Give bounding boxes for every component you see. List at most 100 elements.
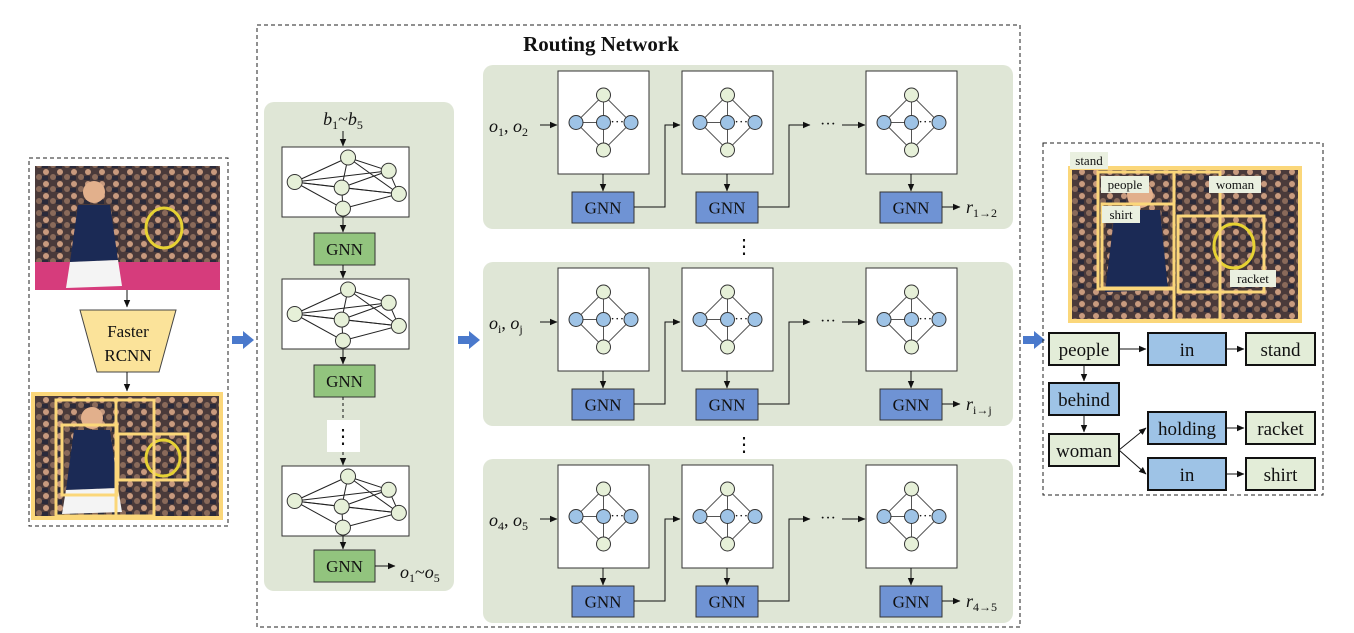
inner-dots: ··· — [918, 313, 932, 328]
row-ellipsis: ··· — [820, 313, 836, 330]
gnn-to-graph-arrow — [634, 121, 681, 208]
graph-node — [380, 294, 397, 311]
column-output-label: o1~o5 — [400, 562, 440, 585]
inner-dots: ··· — [610, 510, 624, 525]
gnn-green-box-3: GNN — [313, 549, 376, 583]
route-graph-box: ··· — [557, 464, 650, 569]
gnn-green-box-1: GNN — [313, 232, 376, 266]
route-graph-box: ··· — [557, 267, 650, 372]
gnn-to-graph-arrow — [634, 515, 681, 602]
graph-box — [281, 465, 410, 537]
row-output-label: r1→2 — [966, 197, 997, 220]
row-ellipsis: ··· — [820, 116, 836, 133]
input-panel — [28, 157, 229, 527]
graph-box — [281, 278, 410, 350]
graph-node — [340, 281, 357, 298]
graph-node — [692, 509, 708, 524]
graph-node — [876, 312, 892, 327]
routing-network-container — [256, 24, 1021, 628]
graph-node — [720, 339, 735, 355]
flow-arrows — [232, 331, 1045, 349]
svg-text:shirt: shirt — [1264, 465, 1299, 486]
graph-node — [596, 115, 611, 130]
route-graph-box: ··· — [865, 464, 958, 569]
input-photo — [35, 166, 220, 290]
row-output-label: ri→j — [966, 394, 992, 417]
output-photo — [1068, 166, 1302, 323]
graph-node — [390, 504, 407, 521]
graph-node — [904, 339, 919, 355]
routing-row-1: o1, o2···GNN···GNN···GNN···r1→2 — [483, 65, 1013, 229]
tag-bg-shirt — [1102, 206, 1140, 223]
gnn-to-next-arrow — [758, 515, 811, 602]
gnn-label: GNN — [326, 557, 363, 576]
graph-node — [720, 284, 735, 300]
gnn-blue-box: GNN — [571, 388, 635, 421]
gnn-to-next-arrow — [758, 318, 811, 405]
scene-node-woman: woman — [1048, 433, 1120, 467]
graph-node — [596, 481, 611, 497]
gnn-label: GNN — [709, 396, 746, 415]
svg-text:behind: behind — [1058, 390, 1110, 411]
gnn-blue-box: GNN — [695, 191, 759, 224]
photo-tag-stand: stand — [1075, 153, 1103, 168]
graph-node — [692, 312, 708, 327]
graph-node — [334, 332, 351, 349]
inner-dots: ··· — [734, 510, 748, 525]
detector-label-line1: Faster — [107, 322, 149, 341]
output-panel — [1042, 142, 1324, 496]
column-input-label: b1~b5 — [323, 109, 363, 132]
rows-ellipsis-1: ⋮ — [734, 236, 754, 258]
gnn-to-graph-arrow — [634, 318, 681, 405]
gnn-blue-box: GNN — [879, 388, 943, 421]
gnn-label: GNN — [585, 199, 622, 218]
inner-dots: ··· — [610, 313, 624, 328]
route-graph-box: ··· — [681, 70, 774, 175]
graph-node — [623, 509, 639, 524]
tag-bg-woman — [1209, 176, 1261, 193]
graph-node — [720, 481, 735, 497]
flow-arrow-2 — [458, 331, 480, 349]
graph-node — [596, 312, 611, 327]
photo-tag-racket: racket — [1237, 271, 1269, 286]
graph-node — [596, 509, 611, 524]
gnn-label: GNN — [326, 372, 363, 391]
graph-node — [904, 481, 919, 497]
graph-node — [904, 312, 919, 327]
scene-arrow — [1118, 449, 1147, 475]
gnn-blue-box: GNN — [879, 191, 943, 224]
faster-rcnn-box: Faster RCNN — [79, 309, 177, 373]
graph-node — [333, 179, 350, 196]
gnn-label: GNN — [893, 593, 930, 612]
graph-node — [720, 87, 735, 103]
rows-ellipsis-2: ⋮ — [734, 434, 754, 456]
row-input-label: o4, o5 — [489, 510, 528, 533]
svg-text:holding: holding — [1158, 419, 1217, 440]
gnn-label: GNN — [585, 593, 622, 612]
graph-node — [904, 509, 919, 524]
graph-node — [286, 174, 303, 190]
gnn-label: GNN — [709, 199, 746, 218]
graph-node — [333, 311, 350, 328]
gnn-label: GNN — [585, 396, 622, 415]
row-input-label: o1, o2 — [489, 116, 528, 139]
graph-node — [568, 115, 584, 130]
inner-dots: ··· — [734, 313, 748, 328]
graph-node — [390, 317, 407, 334]
graph-node — [904, 115, 919, 130]
tag-bg-people — [1101, 176, 1149, 193]
scene-node-stand: stand — [1245, 332, 1316, 366]
detected-boxes-photo — [31, 392, 223, 520]
routing-row-2: oi, oj···GNN···GNN···GNN···ri→j — [483, 262, 1013, 426]
graph-node — [931, 312, 947, 327]
graph-node — [568, 509, 584, 524]
graph-node — [720, 115, 735, 130]
graph-node — [623, 115, 639, 130]
gnn-blue-box: GNN — [879, 585, 943, 618]
scene-node-behind: behind — [1048, 382, 1120, 416]
graph-node — [596, 87, 611, 103]
